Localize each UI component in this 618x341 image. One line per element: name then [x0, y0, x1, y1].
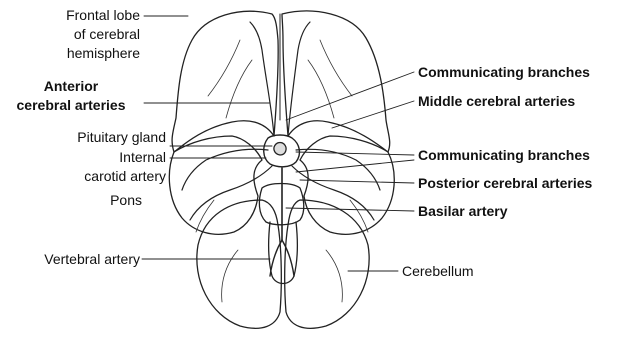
- posterior-cerebral-artery-right: [292, 166, 374, 220]
- label-pons: Pons: [0, 191, 142, 210]
- medulla: [269, 222, 298, 284]
- left-hemisphere-outline: [172, 11, 278, 152]
- right-leader-lines: [286, 72, 414, 271]
- label-posterior-cerebral-arteries: Posterior cerebral arteries: [418, 174, 592, 193]
- right-cerebellum: [285, 200, 369, 328]
- label-cerebellum: Cerebellum: [402, 262, 474, 281]
- label-communicating-branches-top: Communicating branches: [418, 63, 590, 82]
- right-temporal-lobe: [300, 136, 394, 234]
- label-internal-carotid-artery: Internal carotid artery: [0, 148, 166, 186]
- posterior-cerebral-artery-left: [190, 166, 272, 220]
- middle-cerebral-artery-right: [296, 149, 380, 190]
- pituitary-gland-shape: [274, 143, 286, 156]
- right-hemisphere-outline: [282, 11, 390, 152]
- anterior-cerebral-artery-right: [288, 22, 310, 136]
- left-cerebellum: [197, 200, 281, 328]
- label-anterior-cerebral-arteries: Anterior cerebral arteries: [0, 77, 142, 115]
- label-vertebral-artery: Vertebral artery: [0, 250, 140, 269]
- label-frontal-lobe: Frontal lobe of cerebral hemisphere: [0, 6, 140, 63]
- label-middle-cerebral-arteries: Middle cerebral arteries: [418, 92, 575, 111]
- anterior-cerebral-artery-left: [250, 22, 274, 136]
- vertebral-artery-right: [282, 240, 294, 276]
- label-pituitary-gland: Pituitary gland: [0, 128, 166, 147]
- label-basilar-artery: Basilar artery: [418, 202, 508, 221]
- label-communicating-branches-mid: Communicating branches: [418, 146, 590, 165]
